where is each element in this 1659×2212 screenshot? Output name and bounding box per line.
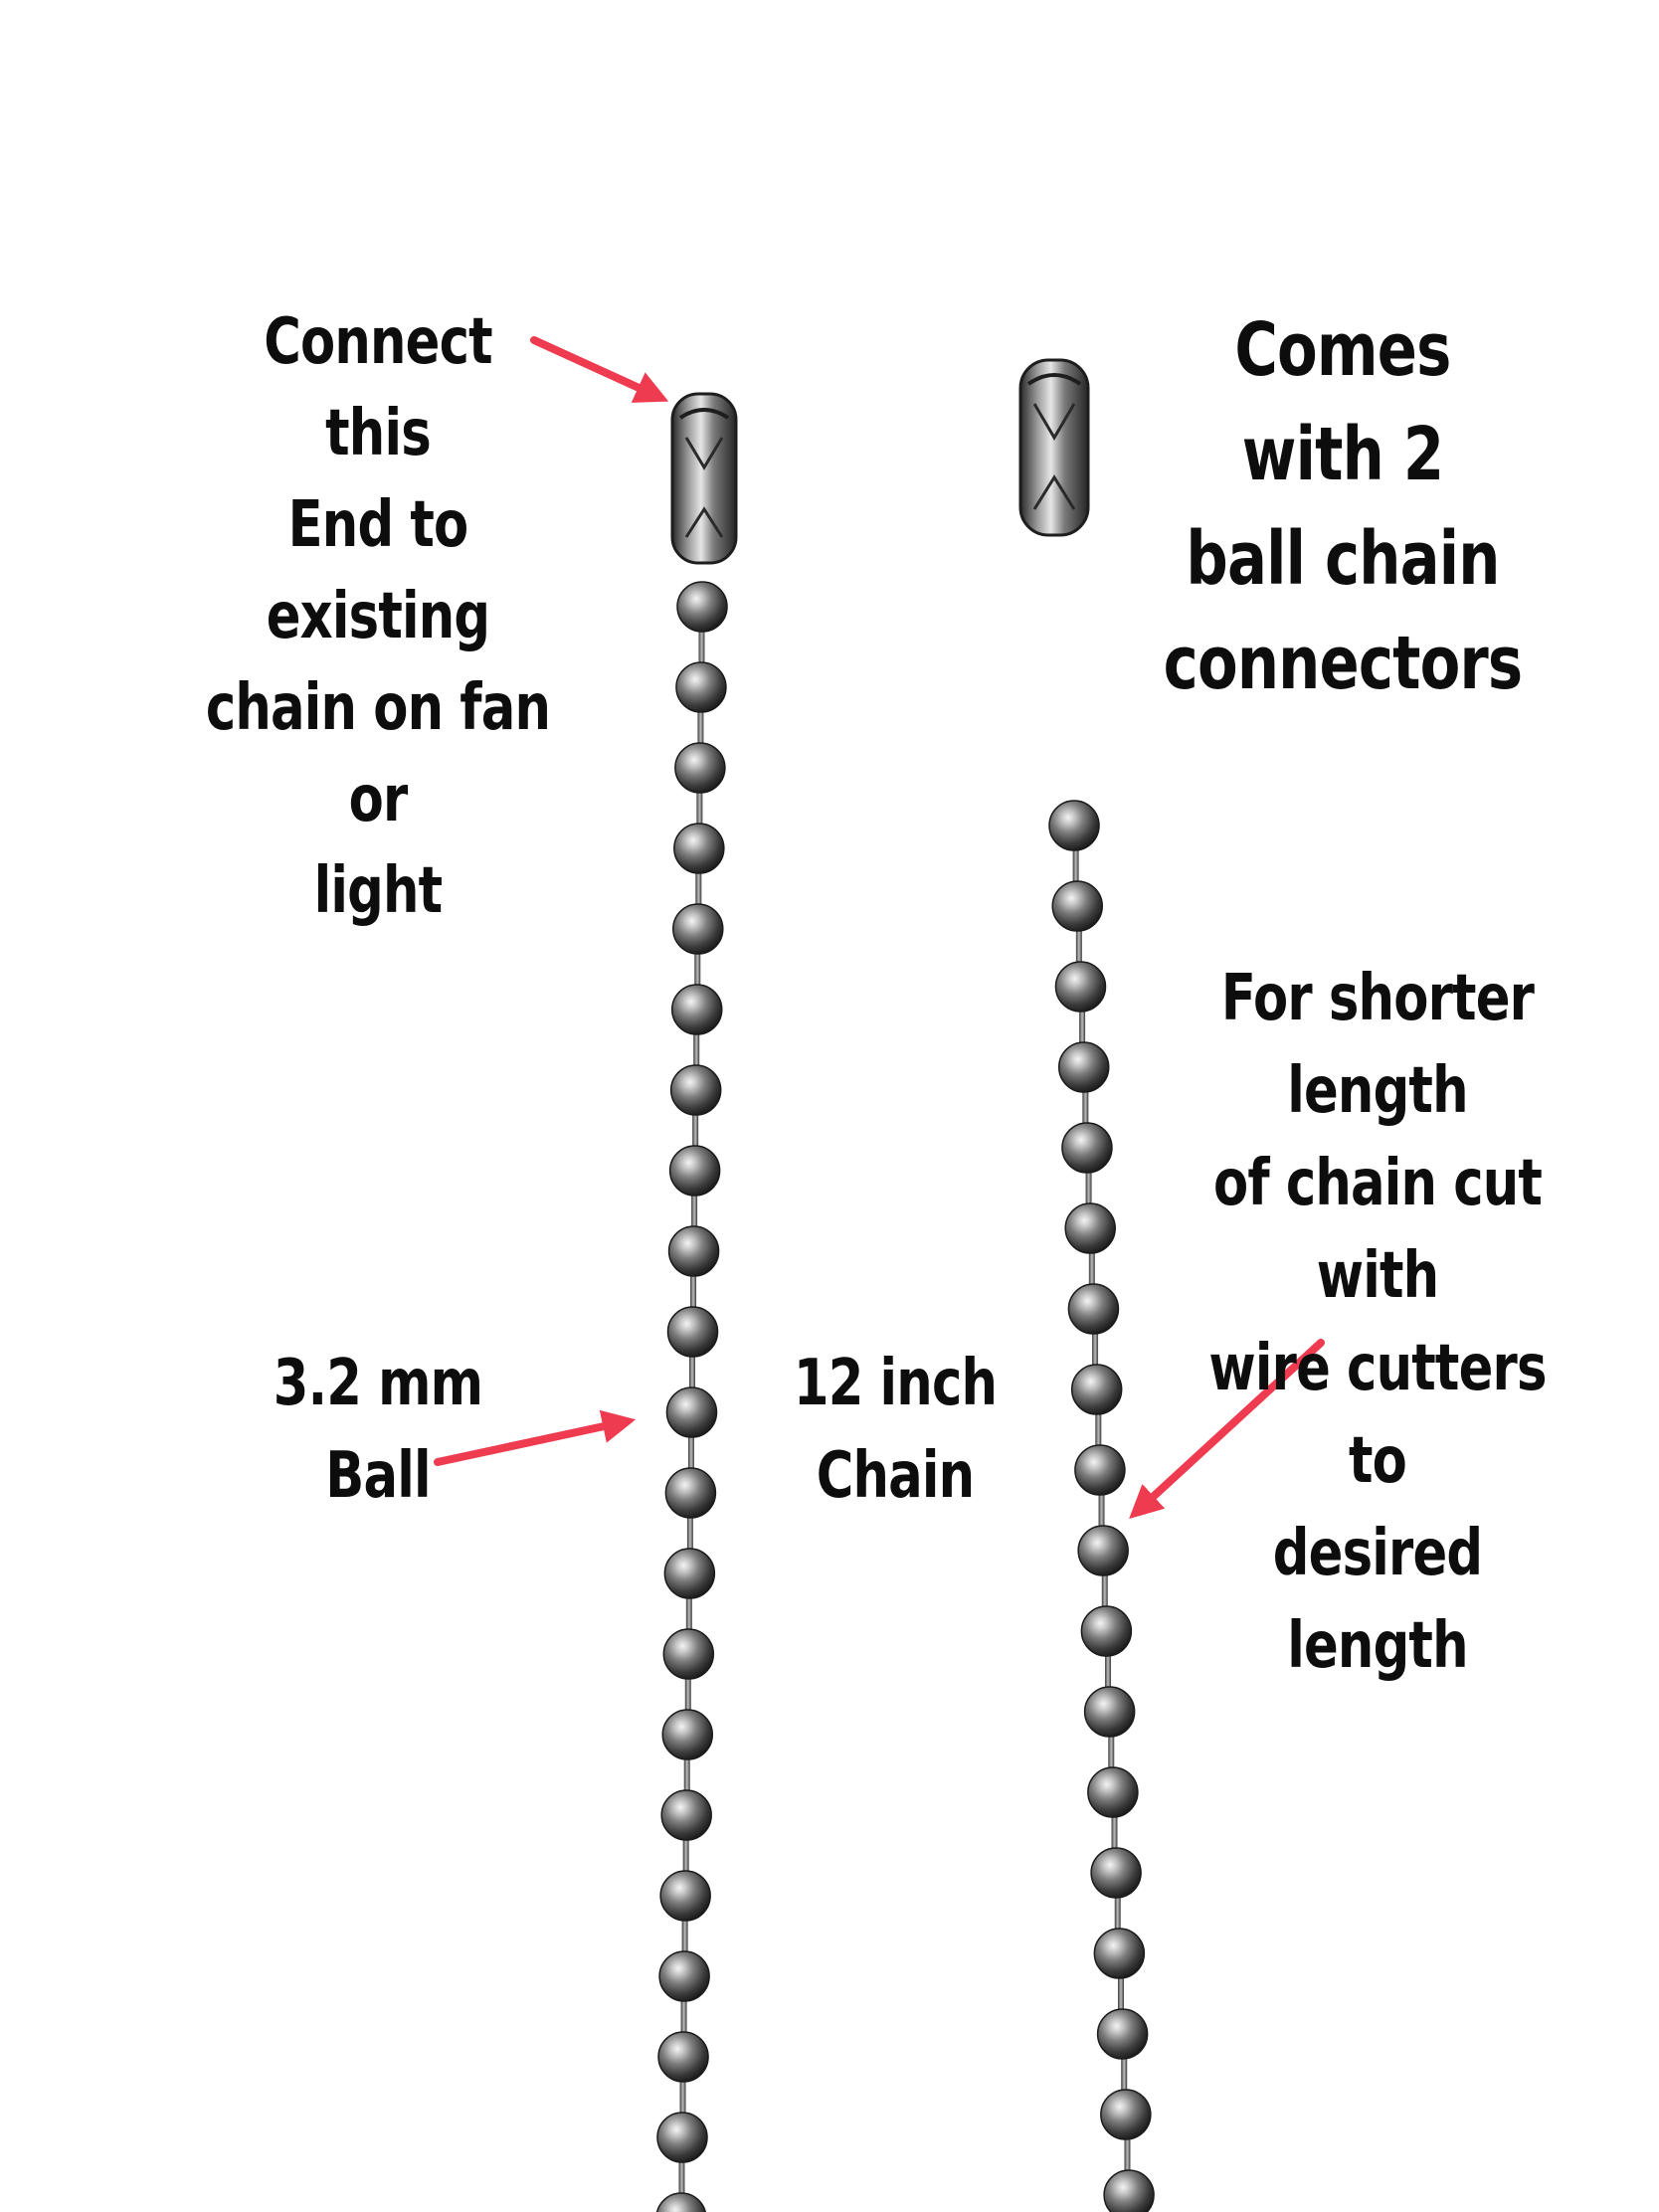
chain-ball bbox=[1061, 1122, 1113, 1174]
chain-link bbox=[1079, 1008, 1086, 1046]
chain-ball bbox=[668, 1145, 721, 1197]
chain-link bbox=[1072, 846, 1079, 885]
chain-link bbox=[682, 1836, 689, 1875]
chain-ball bbox=[669, 1064, 722, 1116]
chain-ball bbox=[659, 1870, 711, 1922]
chain-ball bbox=[1064, 1202, 1116, 1254]
chain-link bbox=[681, 1917, 688, 1955]
chain-link bbox=[1095, 1410, 1102, 1449]
chain-ball bbox=[1054, 961, 1107, 1013]
chain-link bbox=[680, 1997, 687, 2036]
chain-ball bbox=[662, 1628, 715, 1680]
chain-ball bbox=[667, 1225, 720, 1277]
connect-end-label: Connect this End to existing chain on fa… bbox=[205, 305, 551, 928]
chain-ball bbox=[1048, 800, 1100, 851]
chain-link bbox=[694, 950, 701, 989]
chain-ball bbox=[1087, 1766, 1139, 1818]
chain-link bbox=[1117, 1974, 1124, 2013]
chain-link bbox=[1121, 2055, 1128, 2094]
chain-ball bbox=[655, 2192, 706, 2212]
arrow-cut-point bbox=[1129, 1339, 1325, 1520]
chain-ball bbox=[670, 984, 723, 1035]
chain-ball bbox=[1080, 1605, 1133, 1657]
right-ball-chain bbox=[1048, 800, 1155, 2212]
left-ball-chain bbox=[655, 581, 728, 2212]
chain-link bbox=[688, 1353, 695, 1391]
connectors-included-label: Comes with 2 ball chain connectors bbox=[1163, 307, 1523, 706]
chain-link bbox=[1082, 1088, 1089, 1127]
chain-ball bbox=[673, 823, 725, 874]
chain-link bbox=[684, 1675, 691, 1714]
chain-link bbox=[696, 789, 703, 828]
chain-length-label: 12 inch Chain bbox=[793, 1347, 998, 1513]
chain-link bbox=[695, 869, 702, 908]
chain-link bbox=[683, 1755, 690, 1794]
chain-link bbox=[691, 1192, 698, 1230]
chain-link bbox=[1085, 1169, 1092, 1207]
chain-link bbox=[687, 1433, 694, 1472]
chain-ball bbox=[1093, 1928, 1146, 1979]
cut-instructions-label: For shorter length of chain cut with wir… bbox=[1208, 962, 1547, 1683]
loose-connector bbox=[1018, 358, 1090, 537]
chain-ball bbox=[672, 903, 724, 955]
chain-link bbox=[679, 2078, 686, 2117]
chain-ball bbox=[660, 1789, 712, 1841]
chain-link bbox=[1114, 1894, 1121, 1933]
chain-link bbox=[693, 1030, 700, 1069]
chain-link bbox=[1108, 1733, 1115, 1771]
chain-link bbox=[1098, 1491, 1105, 1530]
chain-ball bbox=[1077, 1525, 1129, 1576]
chain-ball bbox=[1090, 1847, 1142, 1899]
chain-link bbox=[697, 708, 704, 747]
chain-link bbox=[1088, 1249, 1095, 1288]
chain-link bbox=[1105, 1652, 1112, 1691]
chain-link bbox=[1111, 1813, 1118, 1852]
chain-ball bbox=[664, 1467, 717, 1519]
chain-ball bbox=[674, 742, 726, 794]
chain-ball bbox=[665, 1386, 718, 1438]
chain-ball bbox=[676, 581, 728, 633]
chain-ball bbox=[1070, 1364, 1123, 1415]
chain-link bbox=[686, 1514, 693, 1553]
arrow-connect-end bbox=[530, 336, 669, 403]
chain-ball bbox=[666, 1306, 719, 1358]
chain-link bbox=[690, 1272, 697, 1311]
chain-ball bbox=[1096, 2008, 1149, 2060]
chain-ball bbox=[657, 2031, 709, 2083]
chain-ball bbox=[1067, 1283, 1120, 1335]
chain-ball bbox=[656, 2112, 708, 2163]
chain-link bbox=[1101, 1571, 1108, 1610]
chain-ball bbox=[1083, 1686, 1136, 1738]
chain-link bbox=[698, 628, 705, 666]
chain-link bbox=[678, 2158, 685, 2197]
chain-link bbox=[1075, 927, 1082, 966]
chain-ball bbox=[1057, 1041, 1110, 1093]
chain-link bbox=[1124, 2135, 1131, 2174]
chain-ball bbox=[661, 1709, 714, 1760]
chain-ball bbox=[1103, 2169, 1155, 2212]
chain-ball bbox=[1100, 2089, 1152, 2140]
chain-ball bbox=[1051, 880, 1103, 932]
chain-ball bbox=[1074, 1444, 1126, 1496]
attached-connector bbox=[670, 392, 738, 565]
chain-ball bbox=[663, 1548, 716, 1599]
ball-size-label: 3.2 mm Ball bbox=[273, 1347, 483, 1513]
chain-link bbox=[1092, 1330, 1099, 1369]
chain-ball bbox=[658, 1950, 710, 2002]
chain-link bbox=[685, 1594, 692, 1633]
chain-link bbox=[692, 1111, 699, 1150]
arrow-ball-size bbox=[434, 1409, 637, 1466]
chain-ball bbox=[675, 661, 727, 713]
